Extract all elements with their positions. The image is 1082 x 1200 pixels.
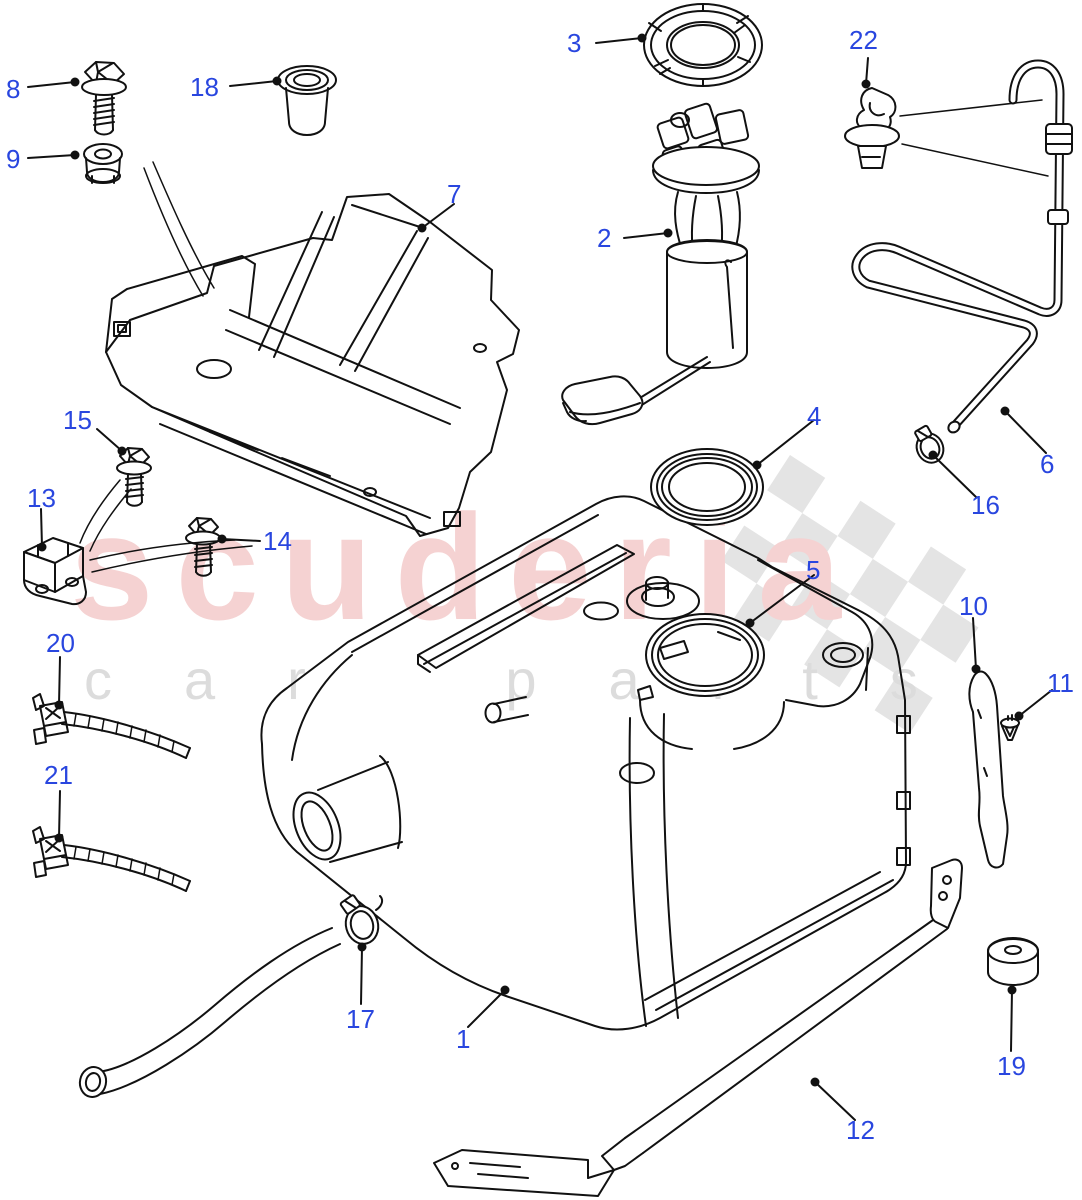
grommet [83,143,123,184]
callout-label-18[interactable]: 18 [190,72,219,102]
callout-label-17[interactable]: 17 [346,1004,375,1034]
hose-clamp-17 [339,894,384,945]
pointer-arcs [79,161,253,573]
cable-tie-20 [32,693,191,759]
bushing [277,65,337,136]
leader-lines [27,33,1053,1121]
callout-label-9[interactable]: 9 [6,144,21,174]
callout-label-19[interactable]: 19 [997,1051,1026,1081]
callout-label-14[interactable]: 14 [263,526,292,556]
seal-ring [650,448,764,526]
callout-label-3[interactable]: 3 [567,28,582,58]
filler-hose [78,927,341,1098]
callout-label-10[interactable]: 10 [959,591,988,621]
rubber-bush [987,937,1039,986]
bolt-15 [116,447,152,507]
pipe-clip [844,87,1049,177]
watermark-subtitle: car parts [84,648,990,711]
callout-label-21[interactable]: 21 [44,760,73,790]
callout-label-12[interactable]: 12 [846,1115,875,1145]
callout-label-11[interactable]: 11 [1047,668,1074,698]
callout-label-1[interactable]: 1 [456,1024,471,1054]
callout-label-4[interactable]: 4 [807,401,822,431]
callout-label-20[interactable]: 20 [46,628,75,658]
lock-ring [643,3,763,87]
callout-label-16[interactable]: 16 [971,490,1000,520]
callout-label-5[interactable]: 5 [806,555,821,585]
callout-label-7[interactable]: 7 [447,179,462,209]
support-strap [433,858,963,1197]
callout-label-15[interactable]: 15 [63,405,92,435]
breather-pipe [851,59,1073,434]
mounting-bracket [23,537,87,606]
callout-label-22[interactable]: 22 [849,25,878,55]
hose-clamp-16 [914,424,945,464]
fuel-pump-module [561,102,760,426]
heat-shield [105,193,520,537]
callout-label-8[interactable]: 8 [6,74,21,104]
callout-label-13[interactable]: 13 [27,483,56,513]
retaining-ring [637,613,765,701]
side-bracket [968,670,1009,869]
fuel-tank [260,495,911,1031]
callout-label-2[interactable]: 2 [597,223,612,253]
push-pin [1000,714,1020,741]
bolt-8 [81,61,127,136]
bolt-14 [185,517,221,577]
callout-label-6[interactable]: 6 [1040,449,1055,479]
